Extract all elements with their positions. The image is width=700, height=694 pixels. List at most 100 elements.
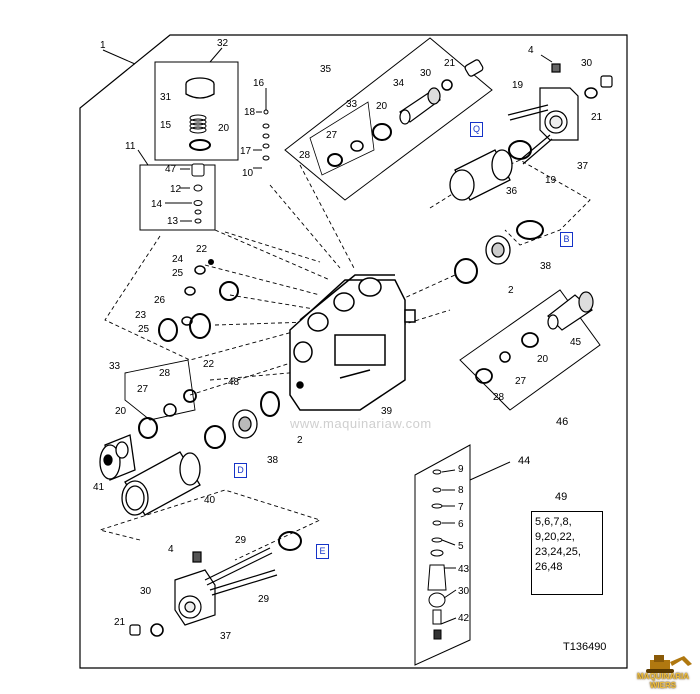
callout-28b: 28 [159, 368, 171, 379]
callout-39: 39 [381, 406, 393, 417]
nut-38-bottom [232, 409, 258, 439]
callout-2a: 2 [508, 285, 514, 296]
callout-29b: 29 [258, 594, 270, 605]
callout-25a: 25 [172, 268, 184, 279]
callout-21c: 21 [114, 617, 126, 628]
group-46-box [459, 289, 601, 411]
plug-45 [547, 291, 594, 331]
end-cap-37-top [507, 63, 579, 165]
callout-20d: 20 [537, 354, 549, 365]
callout-42: 42 [458, 613, 470, 624]
callout-21b: 21 [591, 112, 603, 123]
kit-line: 9,20,22, [535, 531, 575, 543]
callout-14: 14 [151, 199, 163, 210]
callout-45: 45 [570, 337, 582, 348]
callout-18: 18 [244, 107, 256, 118]
callout-22b: 22 [203, 359, 215, 370]
callout-21a: 21 [444, 58, 456, 69]
callout-12: 12 [170, 184, 182, 195]
callout-17: 17 [240, 146, 252, 157]
callout-47: 47 [165, 164, 177, 175]
callout-41: 41 [93, 482, 105, 493]
nut-38-top [485, 235, 511, 265]
callout-24: 24 [172, 254, 184, 265]
relief-stack [191, 163, 205, 224]
callout-23: 23 [135, 310, 147, 321]
callout-30d: 30 [140, 586, 152, 597]
reference-box-b[interactable]: B [560, 232, 573, 247]
callout-2b: 2 [297, 435, 303, 446]
reference-box-c[interactable]: D [234, 463, 247, 478]
callout-25b: 25 [138, 324, 150, 335]
end-cap-37-bottom [174, 547, 278, 626]
callout-32: 32 [217, 38, 229, 49]
callout-35: 35 [320, 64, 332, 75]
sleeve-36 [449, 149, 513, 201]
callout-37b: 37 [220, 631, 232, 642]
callout-22a: 22 [196, 244, 208, 255]
callout-30a: 30 [420, 68, 432, 79]
callout-27b: 27 [137, 384, 149, 395]
callout-27c: 27 [515, 376, 527, 387]
spool-41 [99, 434, 136, 481]
logo-text: MAQUINARIA WIERS [637, 672, 689, 690]
callout-44: 44 [518, 455, 530, 467]
callout-20c: 20 [115, 406, 127, 417]
callout-33b: 33 [109, 361, 121, 372]
callout-5: 5 [458, 541, 464, 552]
callout-29a: 29 [235, 535, 247, 546]
callout-33a: 33 [346, 99, 358, 110]
callout-labels: 1 32 31 15 20 11 47 12 14 13 16 18 17 10… [93, 38, 603, 642]
callout-19b: 19 [545, 175, 557, 186]
callout-38b: 38 [267, 455, 279, 466]
callout-30c: 30 [458, 586, 470, 597]
callout-15: 15 [160, 120, 172, 131]
callout-30b: 30 [581, 58, 593, 69]
kit-line: 5,6,7,8, [535, 516, 572, 528]
callout-1: 1 [100, 40, 106, 51]
brand-logo: MAQUINARIA WIERS [628, 652, 698, 692]
spring-15 [189, 114, 207, 134]
callout-13: 13 [167, 216, 179, 227]
callout-40: 40 [204, 495, 216, 506]
callout-10: 10 [242, 168, 254, 179]
callout-20a: 20 [218, 123, 230, 134]
callout-7: 7 [458, 502, 464, 513]
callout-37a: 37 [577, 161, 589, 172]
pin-stack [262, 88, 270, 161]
watermark: www.maquinariaw.com [290, 416, 432, 431]
callout-34: 34 [393, 78, 405, 89]
callout-16: 16 [253, 78, 265, 89]
callout-19a: 19 [512, 80, 524, 91]
callout-6: 6 [458, 519, 464, 530]
kit-line: 26,48 [535, 561, 563, 573]
callout-26: 26 [154, 295, 166, 306]
callout-4a: 4 [528, 45, 534, 56]
callout-4b: 4 [168, 544, 174, 555]
group-44-box [414, 444, 471, 666]
main-frame [79, 34, 628, 669]
callout-31: 31 [160, 92, 172, 103]
callout-8: 8 [458, 485, 464, 496]
callout-28c: 28 [493, 392, 505, 403]
callout-48: 48 [228, 377, 240, 388]
callout-46: 46 [556, 416, 568, 428]
callout-27a: 27 [326, 130, 338, 141]
callout-11: 11 [125, 141, 136, 152]
seal-kit-box: 5,6,7,8, 9,20,22, 23,24,25, 26,48 [531, 511, 603, 595]
reference-box-d[interactable]: E [316, 544, 329, 559]
callout-9: 9 [458, 464, 464, 475]
callout-28a: 28 [299, 150, 311, 161]
kit-number: 49 [555, 491, 568, 503]
group-32-box [154, 61, 239, 161]
callout-36: 36 [506, 186, 518, 197]
valve-body-39 [289, 274, 416, 411]
part-code: T136490 [563, 641, 607, 653]
excavator-icon [646, 655, 692, 673]
reference-box-a[interactable]: Q [470, 122, 483, 137]
group-35-box [284, 37, 493, 201]
o-ring-20 [189, 139, 211, 151]
callout-43: 43 [458, 564, 470, 575]
callout-38a: 38 [540, 261, 552, 272]
